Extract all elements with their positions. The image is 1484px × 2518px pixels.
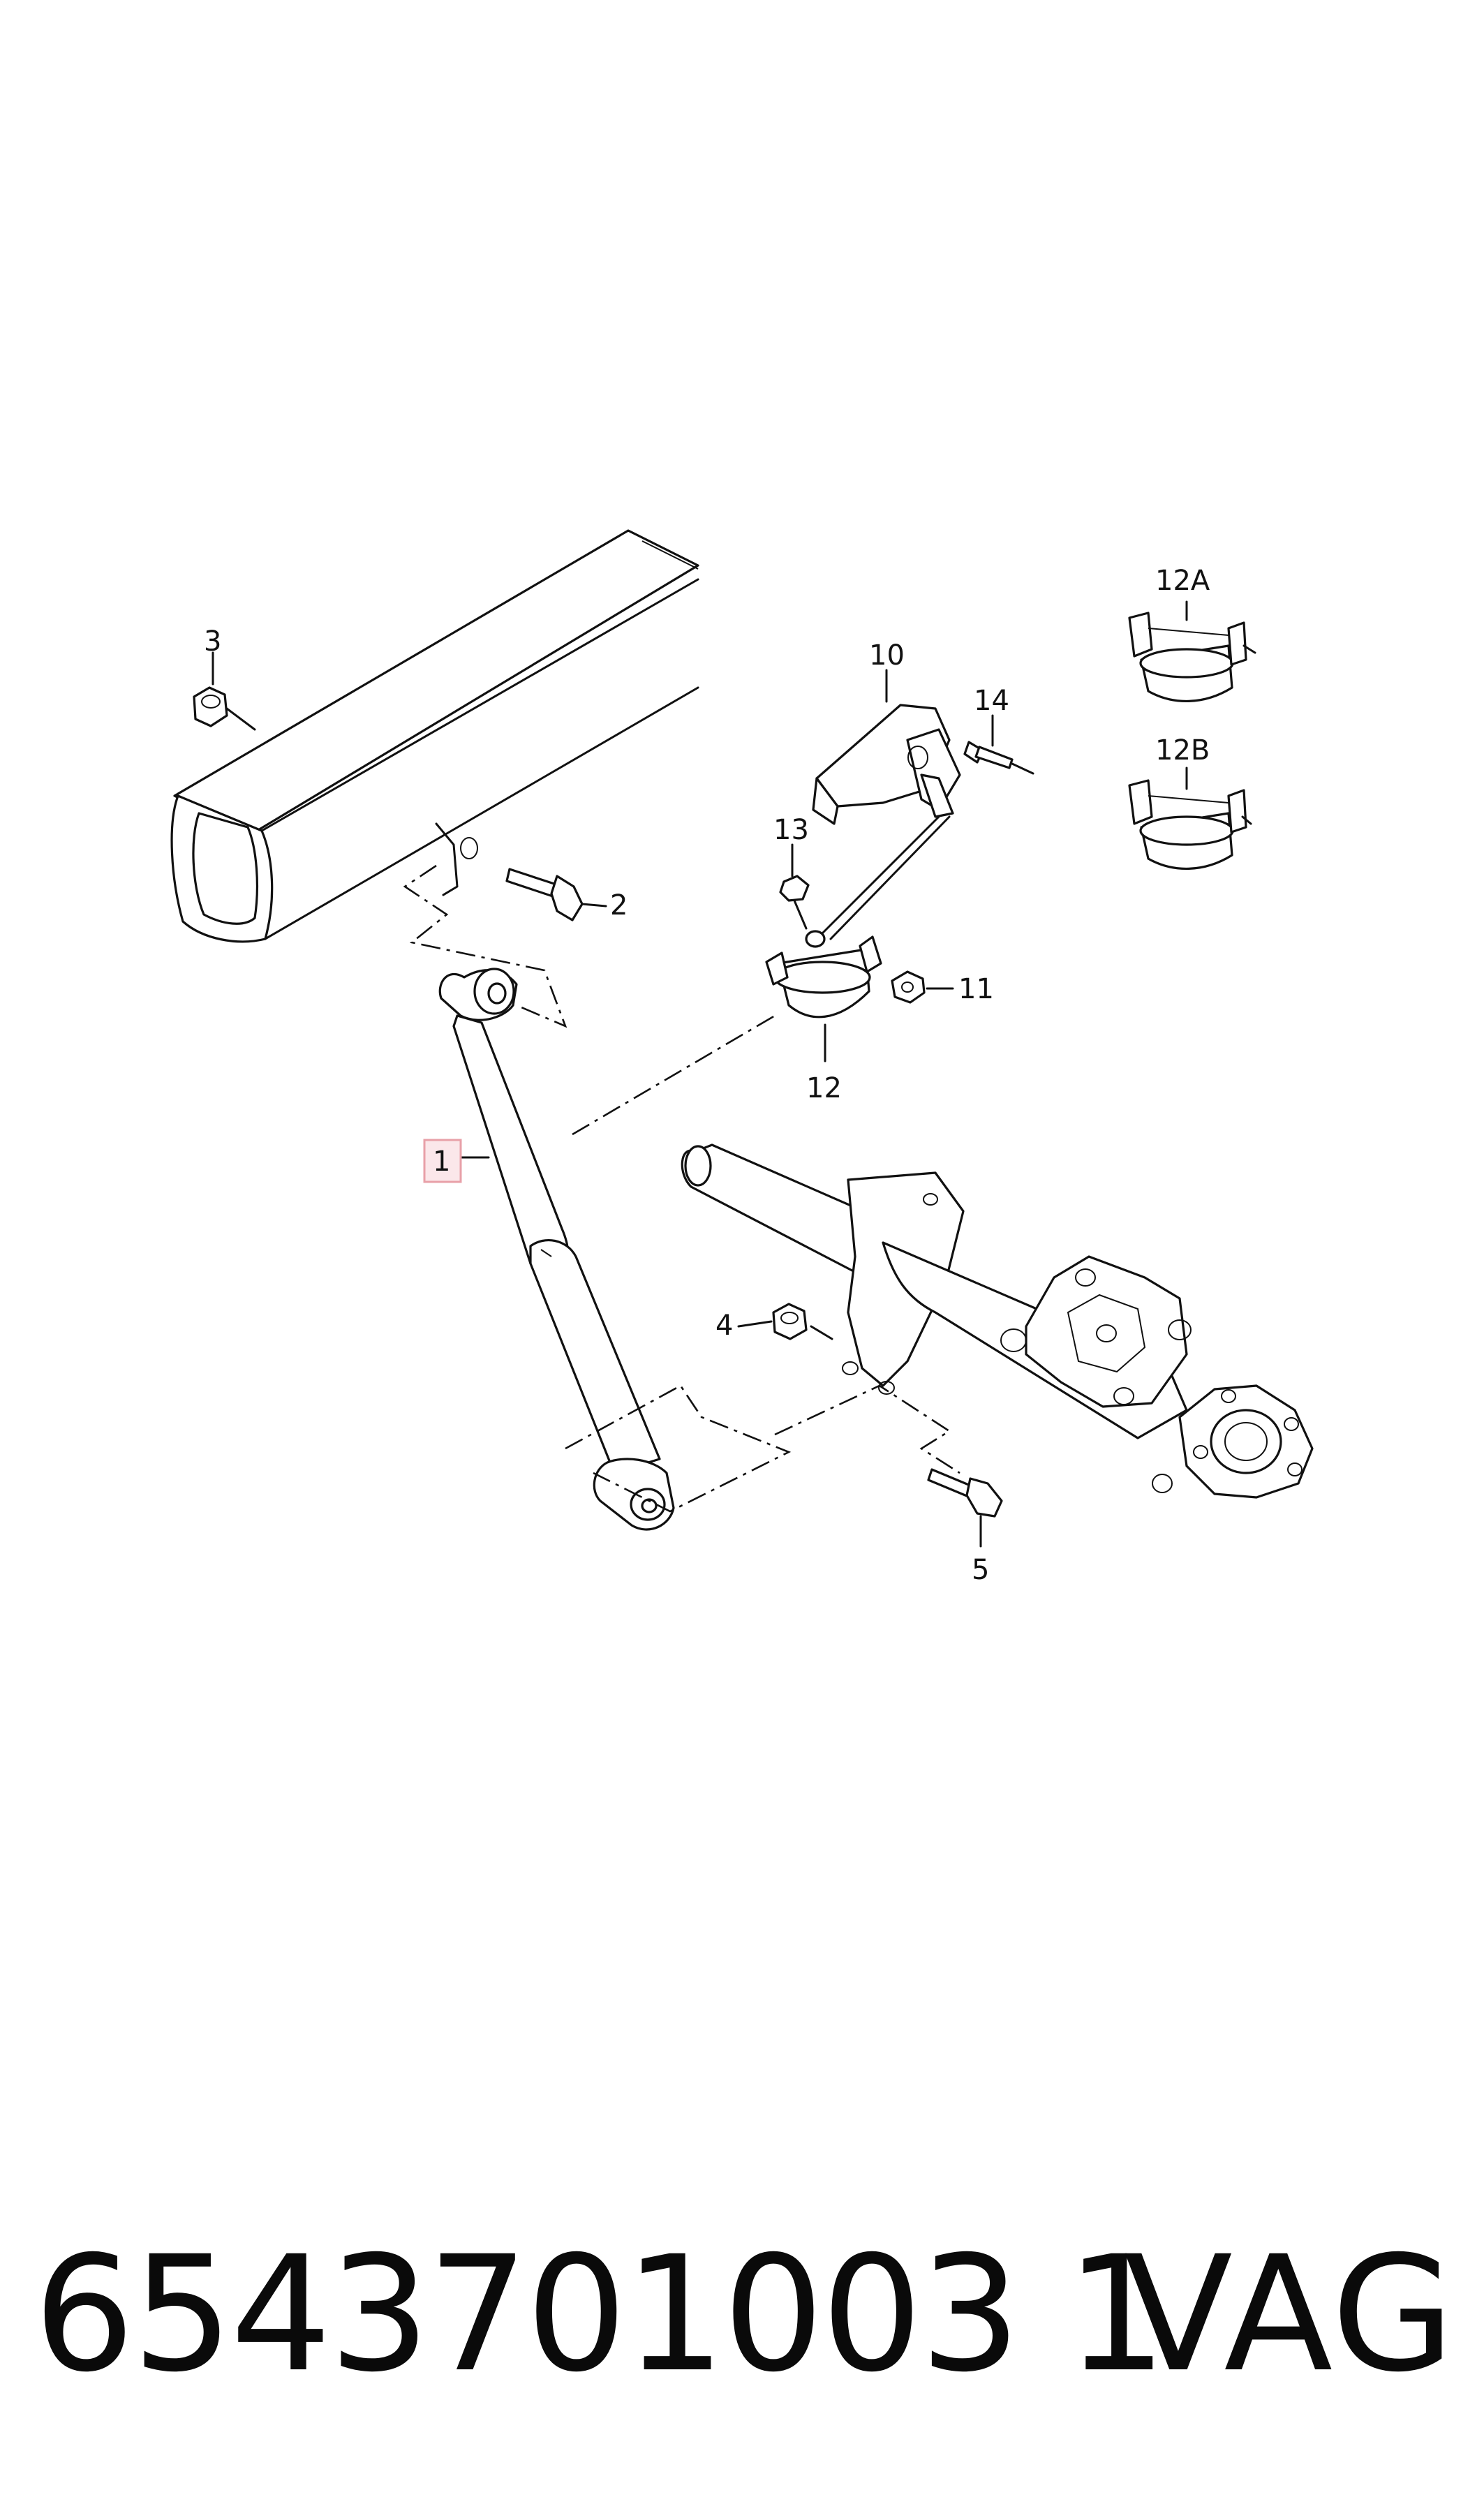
level-sensor <box>805 704 961 948</box>
rivet-14 <box>963 741 1034 775</box>
bolt-5 <box>927 1468 1003 1518</box>
nut-3 <box>193 686 228 727</box>
callout-11[interactable]: 11 <box>958 973 994 1005</box>
leader-lines <box>212 600 1188 1548</box>
callout-labels: 1 2 3 4 5 10 11 12 12A 12B 13 14 <box>204 565 1210 1586</box>
callout-14[interactable]: 14 <box>974 685 1009 717</box>
callout-12[interactable]: 12 <box>806 1072 842 1104</box>
callout-10[interactable]: 10 <box>869 639 905 672</box>
callout-1-highlight <box>423 1139 462 1183</box>
callout-1[interactable]: 1 <box>433 1146 450 1178</box>
callout-3[interactable]: 3 <box>204 625 221 658</box>
callout-5[interactable]: 5 <box>972 1554 989 1586</box>
bracket-12 <box>765 935 882 1019</box>
footer: 6543701003 1 VAG <box>0 2220 1484 2408</box>
sensor-link-dashline <box>572 1014 776 1136</box>
shock-absorber <box>438 968 675 1531</box>
bolt-13 <box>779 875 810 930</box>
callout-2[interactable]: 2 <box>610 889 628 921</box>
bolt-2 <box>505 868 584 921</box>
axle-bolt-dashline <box>774 1384 960 1474</box>
upper-mount-dashline <box>403 864 567 1028</box>
callout-12a[interactable]: 12A <box>1155 565 1210 597</box>
frame-rail <box>170 529 699 943</box>
callout-13[interactable]: 13 <box>773 814 809 846</box>
nut-11 <box>891 970 926 1004</box>
callout-12b[interactable]: 12B <box>1155 734 1210 766</box>
clamp-12b <box>1128 779 1252 870</box>
part-number: 6543701003 1 <box>34 2221 1167 2407</box>
lower-mount-dashline <box>565 1384 792 1513</box>
rear-axle <box>681 1143 1314 1499</box>
brand-label: VAG <box>1123 2221 1456 2407</box>
callout-4[interactable]: 4 <box>715 1310 733 1342</box>
nut-4 <box>772 1303 808 1340</box>
clamp-12a <box>1128 612 1256 702</box>
